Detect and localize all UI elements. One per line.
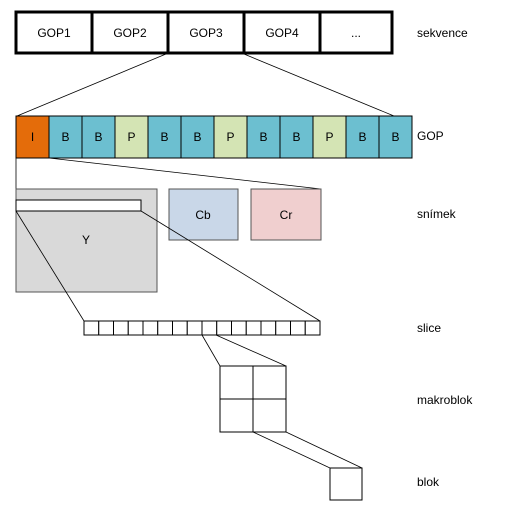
sequence-cell-label-5: ... bbox=[351, 26, 361, 40]
gop-frame-1 bbox=[15, 115, 50, 159]
slice-macroblock-cell-2 bbox=[98, 320, 114, 336]
slice-macroblock-cell-9 bbox=[201, 320, 218, 336]
slice-strip bbox=[15, 199, 142, 212]
level-label-block: blok bbox=[417, 475, 440, 489]
gop-frame-2 bbox=[48, 115, 83, 159]
frame-planes: Y Cb Cr bbox=[15, 188, 322, 293]
slice-macroblock-cell-13 bbox=[260, 320, 277, 336]
chroma-plane-cb bbox=[168, 188, 239, 241]
zoom-line-frame-left bbox=[15, 210, 85, 322]
gop-frame-label-2: B bbox=[61, 130, 69, 144]
level-label-macroblock: makroblok bbox=[417, 393, 473, 407]
gop-frame-label-4: P bbox=[127, 130, 135, 144]
gop-frame-label-1: I bbox=[31, 130, 34, 144]
gop-frame-7 bbox=[213, 115, 248, 159]
slice-macroblock-cell-7 bbox=[172, 320, 188, 336]
level-label-frame: snímek bbox=[417, 207, 457, 221]
slice-macroblock-cell-8 bbox=[186, 320, 203, 336]
slice-macroblock-cell-10 bbox=[216, 320, 232, 336]
sequence-cell-label-2: GOP2 bbox=[113, 26, 147, 40]
zoom-line-gop-right bbox=[48, 157, 322, 190]
slice-macroblock-cell-5 bbox=[142, 320, 159, 336]
zoom-line-slice-left bbox=[201, 334, 221, 367]
gop-frame-11 bbox=[345, 115, 380, 159]
gop-frame-3 bbox=[81, 115, 116, 159]
plane-label-cb: Cb bbox=[195, 208, 211, 222]
gop-frame-label-10: P bbox=[325, 130, 333, 144]
sequence-cell-5 bbox=[318, 10, 394, 55]
gop-frame-label-3: B bbox=[94, 130, 102, 144]
macroblock-block-2 bbox=[252, 365, 287, 400]
slice-macroblock-cell-12 bbox=[245, 320, 262, 336]
sequence-row: GOP1 GOP2 GOP3 GOP4 ... bbox=[14, 10, 394, 55]
slice-macroblock-cell-3 bbox=[113, 320, 129, 336]
macroblock-block-4 bbox=[252, 398, 287, 433]
gop-frame-5 bbox=[147, 115, 182, 159]
zoom-line-macroblock-right bbox=[285, 431, 363, 469]
chroma-plane-cr bbox=[250, 188, 322, 241]
slice-macroblock-cell-11 bbox=[231, 320, 247, 336]
gop-frame-label-8: B bbox=[259, 130, 267, 144]
level-label-slice: slice bbox=[417, 321, 441, 335]
sequence-cell-label-4: GOP4 bbox=[265, 26, 299, 40]
slice-macroblock-cell-6 bbox=[157, 320, 173, 336]
gop-frame-8 bbox=[246, 115, 281, 159]
slice-macroblock-cell-16 bbox=[304, 320, 321, 336]
gop-frame-label-9: B bbox=[292, 130, 300, 144]
zoom-line-slice-right bbox=[215, 334, 287, 367]
sequence-cell-1 bbox=[14, 10, 94, 55]
sequence-cell-2 bbox=[90, 10, 170, 55]
gop-frame-label-5: B bbox=[160, 130, 168, 144]
plane-label-y: Y bbox=[82, 233, 90, 247]
gop-frame-9 bbox=[279, 115, 314, 159]
block bbox=[329, 467, 363, 501]
macroblock-block-1 bbox=[219, 365, 254, 400]
gop-frame-4 bbox=[114, 115, 149, 159]
sequence-cell-3 bbox=[166, 10, 246, 55]
zoom-line-frame-right bbox=[140, 210, 321, 322]
plane-label-cr: Cr bbox=[280, 208, 293, 222]
zoom-line-sequence-left bbox=[16, 53, 167, 117]
zoom-line-sequence-right bbox=[243, 53, 395, 117]
sequence-cell-label-1: GOP1 bbox=[37, 26, 71, 40]
slice-macroblock-cell-1 bbox=[83, 320, 100, 336]
macroblock-block-3 bbox=[219, 398, 254, 433]
slice-macroblock-cell-14 bbox=[275, 320, 291, 336]
gop-frame-label-6: B bbox=[193, 130, 201, 144]
level-label-gop: GOP bbox=[417, 129, 444, 143]
gop-frame-label-7: P bbox=[226, 130, 234, 144]
gop-frame-label-12: B bbox=[391, 130, 399, 144]
gop-frame-label-11: B bbox=[358, 130, 366, 144]
zoom-line-macroblock-left bbox=[252, 431, 331, 469]
macroblock bbox=[219, 365, 287, 433]
slice-macroblock-cell-15 bbox=[290, 320, 306, 336]
gop-frame-12 bbox=[378, 115, 413, 159]
slice-row bbox=[83, 320, 321, 336]
slice-macroblock-cell-4 bbox=[127, 320, 144, 336]
level-label-sequence: sekvence bbox=[417, 26, 468, 40]
sequence-cell-label-3: GOP3 bbox=[189, 26, 223, 40]
